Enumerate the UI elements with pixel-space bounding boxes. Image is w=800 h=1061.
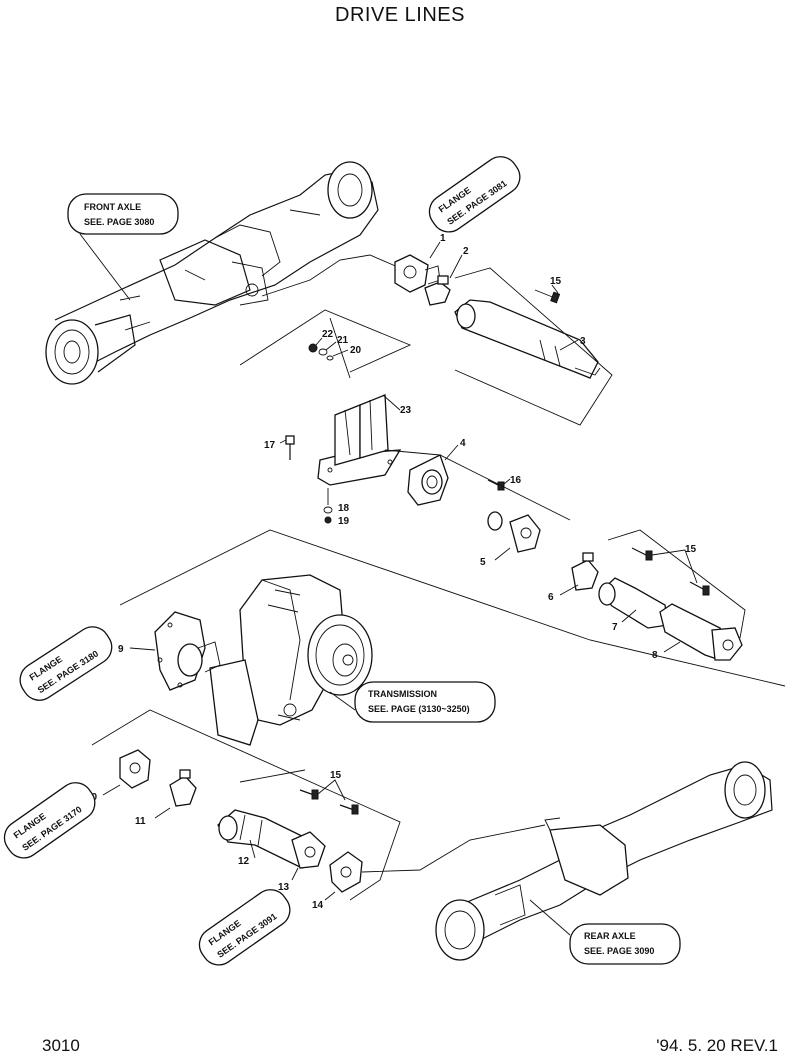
- part-number-21: 21: [337, 335, 349, 346]
- flange-3180-callout[interactable]: FLANGE SEE. PAGE 3180: [14, 620, 119, 706]
- part-number-16: 16: [510, 475, 522, 486]
- part-10-flange-yoke[interactable]: [119, 749, 151, 789]
- part-15-bolt-lower[interactable]: [299, 789, 359, 815]
- rear-axle-drawing: [435, 761, 773, 961]
- front-axle-callout[interactable]: FRONT AXLE SEE. PAGE 3080: [67, 193, 179, 301]
- flange-3081-callout[interactable]: FLANGE SEE. PAGE 3081: [423, 150, 527, 238]
- part-22-nut[interactable]: [308, 343, 318, 353]
- part-number-18: 18: [338, 503, 350, 514]
- part-20-washer[interactable]: [326, 355, 334, 361]
- part-5-yoke[interactable]: [487, 511, 541, 553]
- rear-axle-label: REAR AXLE: [584, 931, 636, 941]
- revision-date: '94. 5. 20 REV.1: [656, 1036, 778, 1055]
- part-number-4: 4: [460, 438, 466, 449]
- rear-axle-callout[interactable]: REAR AXLE SEE. PAGE 3090: [529, 899, 681, 965]
- transmission-drawing[interactable]: [209, 574, 373, 746]
- part-number-15-middle: 15: [685, 544, 697, 555]
- transmission-page-ref: SEE. PAGE (3130~3250): [368, 704, 470, 714]
- part-number-22: 22: [322, 329, 334, 340]
- part-15-bolt-middle[interactable]: [631, 547, 710, 596]
- part-16-bolt[interactable]: [487, 479, 505, 491]
- part-number-9: 9: [118, 644, 124, 655]
- part-14-flange[interactable]: [329, 851, 363, 893]
- part-number-19: 19: [338, 516, 350, 527]
- front-axle-drawing: [45, 161, 379, 385]
- part-17-bolt[interactable]: [285, 435, 295, 460]
- page-title: DRIVE LINES: [335, 4, 465, 26]
- part-21-washer[interactable]: [318, 348, 328, 356]
- part-13-yoke[interactable]: [291, 831, 326, 869]
- part-number-2: 2: [463, 246, 469, 257]
- part-18-washer[interactable]: [323, 506, 333, 514]
- front-axle-page-ref: SEE. PAGE 3080: [84, 217, 154, 227]
- part-number-12: 12: [238, 856, 250, 867]
- flange-3170-callout[interactable]: FLANGE SEE. PAGE 3170: [0, 776, 102, 864]
- part-number-1: 1: [440, 233, 446, 244]
- part-2-universal-joint[interactable]: [424, 275, 451, 306]
- rear-axle-page-ref: SEE. PAGE 3090: [584, 946, 654, 956]
- part-number-13: 13: [278, 882, 290, 893]
- part-number-23: 23: [400, 405, 412, 416]
- part-4-center-bearing[interactable]: [407, 454, 449, 506]
- part-8-slip-yoke[interactable]: [659, 603, 743, 661]
- part-number-15-lower: 15: [330, 770, 342, 781]
- part-23-support-bracket[interactable]: [317, 394, 402, 486]
- part-number-15-top: 15: [550, 276, 562, 287]
- part-11-universal-joint[interactable]: [169, 769, 197, 807]
- part-1-flange-yoke[interactable]: [394, 254, 441, 293]
- part-number-7: 7: [612, 622, 618, 633]
- part-number-17: 17: [264, 440, 276, 451]
- part-number-11: 11: [135, 816, 146, 827]
- part-15-bolt-top[interactable]: [534, 289, 561, 304]
- part-6-universal-joint[interactable]: [571, 552, 599, 591]
- part-7-shaft-yoke[interactable]: [598, 577, 669, 629]
- part-number-6: 6: [548, 592, 554, 603]
- front-axle-label: FRONT AXLE: [84, 202, 141, 212]
- part-19-nut[interactable]: [324, 516, 332, 524]
- page-number: 3010: [42, 1036, 80, 1055]
- flange-3091-callout[interactable]: FLANGE SEE. PAGE 3091: [193, 883, 297, 971]
- part-9-flange[interactable]: [154, 611, 221, 691]
- part-number-5: 5: [480, 557, 486, 568]
- part-3-slip-shaft[interactable]: [454, 299, 601, 379]
- transmission-label: TRANSMISSION: [368, 689, 437, 699]
- part-number-14: 14: [312, 900, 324, 911]
- part-number-3: 3: [580, 336, 586, 347]
- transmission-callout[interactable]: TRANSMISSION SEE. PAGE (3130~3250): [329, 681, 496, 723]
- part-number-20: 20: [350, 345, 362, 356]
